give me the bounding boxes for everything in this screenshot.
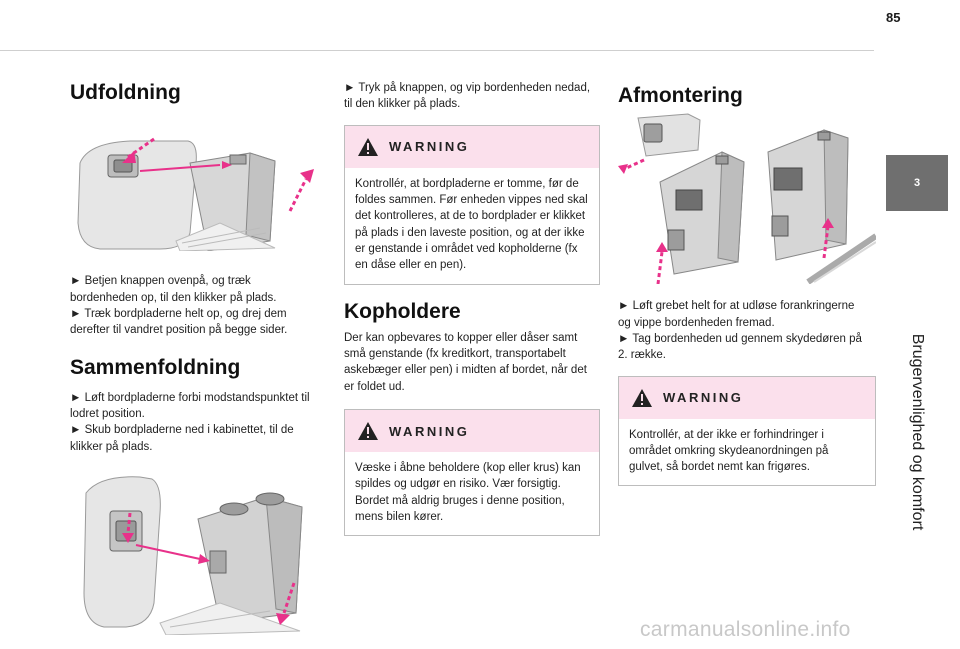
removal-instructions: ► Løft grebet helt for at udløse forankr…: [618, 298, 876, 363]
tilt-instructions: ► Tryk på knappen, og vip bordenheden ne…: [344, 80, 600, 113]
text-line: små genstande (fx kreditkort, transporta…: [344, 348, 566, 361]
text-line: er foldet ud.: [344, 380, 405, 393]
cupholder-text: Der kan opbevares to kopper eller dåser …: [344, 330, 600, 395]
warning-triangle-icon: [358, 422, 378, 441]
warning-text: Kontrollér, at bordpladerne er tomme, fø…: [345, 168, 599, 284]
text-line: ► Tag bordenheden ud gennem skydedøren p…: [618, 332, 862, 345]
text-line: gulvet, så bordet nemt kan frigøres.: [629, 461, 810, 474]
chapter-title-text: Brugervenlighed og komfort: [909, 333, 926, 531]
text-line: lodret position.: [70, 408, 145, 421]
warning-title: WARNING: [389, 423, 470, 439]
text-line: ► Skub bordpladerne ned i kabinettet, ti…: [70, 424, 294, 437]
text-line: ► Betjen knappen ovenpå, og træk: [70, 275, 251, 288]
text-line: bordenheden op, til den klikker på plads…: [70, 291, 277, 304]
text-line: ► Løft bordpladerne forbi modstandspunkt…: [70, 391, 310, 404]
text-line: en dåse eller en pen).: [355, 259, 467, 272]
page-number: 85: [886, 10, 901, 25]
warning-header: WARNING: [619, 376, 875, 419]
text-line: askebæger eller pen) i midten af bordet,…: [344, 364, 587, 377]
text-line: området omkring skydeanordningen på: [629, 444, 829, 457]
text-line: det kontrolleres, at de to bordplader er…: [355, 210, 586, 223]
text-line: ► Træk bordpladerne helt op, og drej dem: [70, 307, 287, 320]
chapter-tab[interactable]: 3: [886, 155, 948, 211]
text-line: klikker på plads.: [70, 440, 153, 453]
warning-box-removal: WARNING Kontrollér, at der ikke er forhi…: [618, 375, 876, 487]
illustration-fold: [70, 473, 326, 635]
column-1: Udfoldning ► Betjen knappen ovenpå, og t…: [70, 80, 326, 635]
text-line: på plads i den laveste position, og at d…: [355, 226, 585, 239]
text-line: og vippe bordenheden fremad.: [618, 316, 775, 329]
heading-kopholdere: Kopholdere: [344, 299, 461, 323]
text-line: Kontrollér, at der ikke er forhindringer…: [629, 428, 824, 441]
fold-instructions: ► Løft bordpladerne forbi modstandspunkt…: [70, 390, 326, 455]
warning-header: WARNING: [345, 125, 599, 168]
heading-afmontering: Afmontering: [618, 84, 743, 107]
text-line: Kontrollér, at bordpladerne er tomme, fø…: [355, 177, 579, 190]
text-line: Bordet må aldrig bruges i denne position…: [355, 494, 565, 507]
text-line: derefter til vandret position på begge s…: [70, 324, 288, 337]
text-line: foldes sammen. Før enheden vippes ned sk…: [355, 193, 588, 206]
warning-title: WARNING: [663, 390, 744, 405]
column-3: Afmontering ►: [618, 80, 876, 487]
warning-triangle-icon: [358, 137, 378, 156]
heading-udfoldning: Udfoldning: [70, 81, 181, 104]
text-line: 2. række.: [618, 349, 666, 362]
text-line: spildes og udgør en risiko. Vær forsigti…: [355, 478, 561, 491]
text-line: ► Tryk på knappen, og vip bordenheden ne…: [344, 82, 591, 94]
column-2: ► Tryk på knappen, og vip bordenheden ne…: [344, 80, 600, 537]
warning-triangle-icon: [632, 388, 652, 407]
warning-box-liquid: WARNING Væske i åbne beholdere (kop elle…: [344, 409, 600, 537]
text-line: Væske i åbne beholdere (kop eller krus) …: [355, 462, 581, 475]
warning-header: WARNING: [345, 410, 599, 453]
warning-box-fold: WARNING Kontrollér, at bordpladerne er t…: [344, 124, 600, 285]
heading-sammenfoldning: Sammenfoldning: [70, 355, 241, 379]
header-rule: [0, 50, 874, 51]
unfold-instructions: ► Betjen knappen ovenpå, og træk bordenh…: [70, 273, 326, 338]
text-line: Der kan opbevares to kopper eller dåser …: [344, 331, 578, 344]
watermark: carmanualsonline.info: [640, 618, 851, 641]
warning-title: WARNING: [389, 139, 470, 155]
text-line: er genstande i området ved kopholderne (…: [355, 242, 578, 255]
warning-text: Kontrollér, at der ikke er forhindringer…: [619, 419, 875, 486]
text-line: til den klikker på plads.: [344, 98, 461, 111]
illustration-unfold: [70, 123, 326, 252]
warning-text: Væske i åbne beholdere (kop eller krus) …: [345, 452, 599, 535]
text-line: mens bilen kører.: [355, 511, 444, 524]
text-line: ► Løft grebet helt for at udløse forankr…: [618, 300, 855, 313]
illustration-removal: [618, 112, 876, 285]
